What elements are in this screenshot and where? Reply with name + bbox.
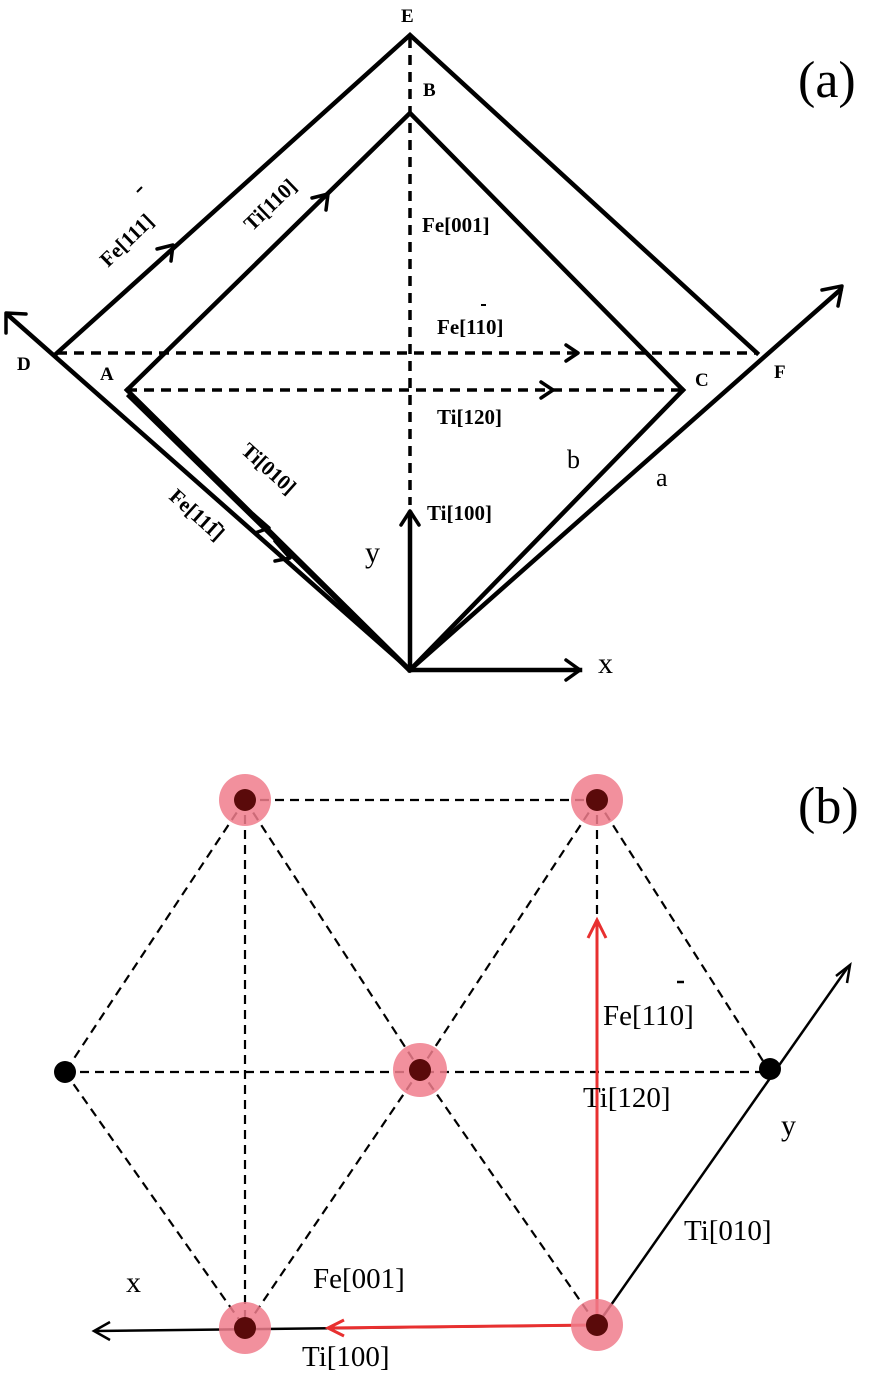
overbar-fe-111-upper [136,186,143,193]
label-fe-001-b: Fe[001] [313,1263,405,1295]
label-ti-010-b: Ti[010] [684,1215,772,1247]
point-d: D [17,354,31,375]
atom-core [586,1314,608,1336]
atom-plain [759,1058,781,1080]
panel-a-label: (a) [798,52,856,109]
outer-edge-d-e-f [53,31,761,357]
line-a-axis [406,286,844,674]
y-axis-b-arrowhead [835,962,852,984]
x-axis-label-a: x [598,647,613,680]
x-axis-label-b: x [126,1266,141,1299]
label-fe-110-a: Fe[110] [437,315,503,339]
atom-core [409,1059,431,1081]
red-vector-ti-100-arrowhead [324,1318,345,1338]
label-b: b [567,445,580,474]
x-axis-arrowhead [564,658,582,682]
point-c: C [695,370,709,391]
atom-core [234,789,256,811]
lattice-edge [419,799,598,1071]
label-fe-111-lower: Fe[111] [165,484,230,546]
atom-core [586,789,608,811]
label-a: a [656,463,668,492]
atoms [54,774,781,1354]
x-axis-b-arrowhead [91,1320,111,1342]
point-f: F [774,362,786,383]
panel-a: (a) E B D A [4,6,856,682]
lattice-edge [64,1071,246,1329]
lattice-edge [244,1069,421,1329]
panel-b: (b) [54,774,859,1373]
red-vector-fe-110-arrowhead [586,916,608,939]
label-ti-010-a: Ti[010] [237,438,301,499]
red-vector-ti-100 [329,1323,598,1330]
ti-110-arrow-icon [310,192,330,212]
line-d-arrowhead [4,311,28,335]
y-axis-label-b: y [781,1109,796,1142]
fe-111-upper-arrow-icon [155,243,175,263]
label-ti-100-a: Ti[100] [427,501,492,525]
line-a-arrowhead [820,284,844,308]
lattice-edge [419,1069,598,1326]
point-e: E [401,6,414,27]
lattice-edge [244,799,421,1071]
fe-110-arrow-icon [564,343,580,363]
panel-b-label: (b) [798,778,859,835]
label-fe-001: Fe[001] [422,213,490,237]
lattice-edge [64,799,246,1073]
label-ti-100-b: Ti[100] [302,1341,390,1373]
ti-120-arrow-icon [539,380,555,400]
y-axis-label-a: y [365,536,380,569]
fe-111-lower-arrow-icon [273,539,292,563]
atom-core [234,1317,256,1339]
line-d-axis [4,311,414,674]
label-fe-111-upper: Fe[111] [95,209,159,272]
y-axis-arrowhead [399,509,421,527]
label-fe-110-b: Fe[110] [603,1000,694,1032]
atom-plain [54,1061,76,1083]
y-axis-b [595,966,850,1326]
overbar-fe-111-lower [217,521,224,528]
lattice-edge [596,799,771,1073]
inner-edge-a-b-c [123,109,687,394]
point-b: B [423,80,436,101]
ti-010-arrow-icon [251,512,271,535]
label-ti-120-b: Ti[120] [583,1082,671,1114]
point-a: A [100,364,114,385]
label-ti-120-a: Ti[120] [437,405,502,429]
edge-c-origin [406,386,687,674]
